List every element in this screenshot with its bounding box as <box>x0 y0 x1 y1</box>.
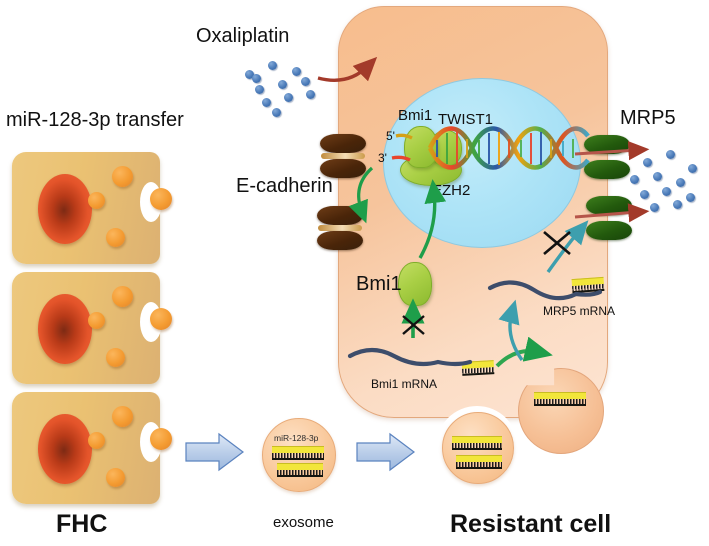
fhc-nucleus <box>38 174 92 244</box>
oxaliplatin-molecule <box>673 200 682 209</box>
five-prime-label: 5' <box>386 129 395 143</box>
oxaliplatin-molecule <box>301 77 310 86</box>
mrp5-label: MRP5 <box>620 107 676 129</box>
oxaliplatin-label: Oxaliplatin <box>196 25 290 47</box>
fhc-budding-vesicle <box>150 188 172 210</box>
twist1-label: TWIST1 <box>438 111 493 128</box>
fhc-cell <box>12 272 162 384</box>
mirna-duplex-in-released-vesicle <box>534 392 586 406</box>
oxaliplatin-molecule <box>688 164 697 173</box>
mirna-duplex-in-exosome <box>272 446 324 460</box>
fhc-budding-vesicle <box>150 308 172 330</box>
oxaliplatin-molecule <box>255 85 264 94</box>
e-cadherin-channel <box>320 134 366 178</box>
fhc-budding-vesicle <box>150 428 172 450</box>
exosome-cargo-label: miR-128-3p <box>274 433 319 443</box>
oxaliplatin-molecule <box>262 98 271 107</box>
fhc-vesicle <box>88 432 105 449</box>
mirna-duplex-on-mrp5-mrna <box>571 276 605 294</box>
fhc-vesicle <box>112 406 133 427</box>
fhc-vesicle <box>112 166 133 187</box>
fhc-nucleus <box>38 294 92 364</box>
mirna-duplex-in-exosome <box>277 463 323 477</box>
ezh2-label: EZH2 <box>432 182 471 199</box>
mirna-duplex-on-bmi1-mrna <box>461 360 495 376</box>
oxaliplatin-molecule <box>686 193 695 202</box>
bmi1-cytoplasmic-protein <box>398 262 432 306</box>
fhc-vesicle <box>88 312 105 329</box>
mrp5-mrna-label: MRP5 mRNA <box>543 304 616 318</box>
mirna-duplex-in-uptake-vesicle <box>452 436 502 450</box>
oxaliplatin-molecule <box>268 61 277 70</box>
fhc-vesicle <box>106 468 125 487</box>
oxaliplatin-molecule <box>252 74 261 83</box>
e-cadherin-channel <box>317 206 363 250</box>
oxaliplatin-molecule <box>278 80 287 89</box>
oxaliplatin-molecule <box>630 175 639 184</box>
fhc-vesicle <box>106 348 125 367</box>
oxaliplatin-molecule <box>272 108 281 117</box>
fhc-nucleus <box>38 414 92 484</box>
fhc-vesicle <box>112 286 133 307</box>
bmi1-nuclear-protein <box>404 126 438 168</box>
fhc-vesicle <box>106 228 125 247</box>
oxaliplatin-molecule <box>292 67 301 76</box>
oxaliplatin-molecule <box>676 178 685 187</box>
oxaliplatin-molecule <box>640 190 649 199</box>
block-arrow-exosome-to-cell <box>356 432 415 472</box>
exosome-caption: exosome <box>273 514 334 531</box>
bmi1-nuclear-label: Bmi1 <box>398 107 433 124</box>
resistant-cell-caption: Resistant cell <box>450 510 612 538</box>
mrp5-channel <box>586 196 632 240</box>
oxaliplatin-molecule <box>650 203 659 212</box>
fhc-caption: FHC <box>56 510 108 538</box>
mirna-duplex-in-uptake-vesicle <box>456 455 502 469</box>
block-arrow-fhc-to-exosome <box>185 432 244 472</box>
mrp5-channel <box>584 135 630 179</box>
fhc-cell <box>12 392 162 504</box>
mir-transfer-label: miR-128-3p transfer <box>6 109 184 131</box>
oxaliplatin-molecule <box>306 90 315 99</box>
fhc-vesicle <box>88 192 105 209</box>
bmi1-mrna-label: Bmi1 mRNA <box>371 377 438 391</box>
oxaliplatin-molecule <box>666 150 675 159</box>
bmi1-protein-label: Bmi1 <box>356 273 402 295</box>
fhc-cell <box>12 152 162 264</box>
three-prime-label: 3' <box>378 151 387 165</box>
oxaliplatin-molecule <box>245 70 254 79</box>
oxaliplatin-molecule <box>284 93 293 102</box>
oxaliplatin-molecule <box>643 158 652 167</box>
e-cadherin-label: E-cadherin <box>236 175 333 197</box>
oxaliplatin-molecule <box>662 187 671 196</box>
oxaliplatin-molecule <box>653 172 662 181</box>
